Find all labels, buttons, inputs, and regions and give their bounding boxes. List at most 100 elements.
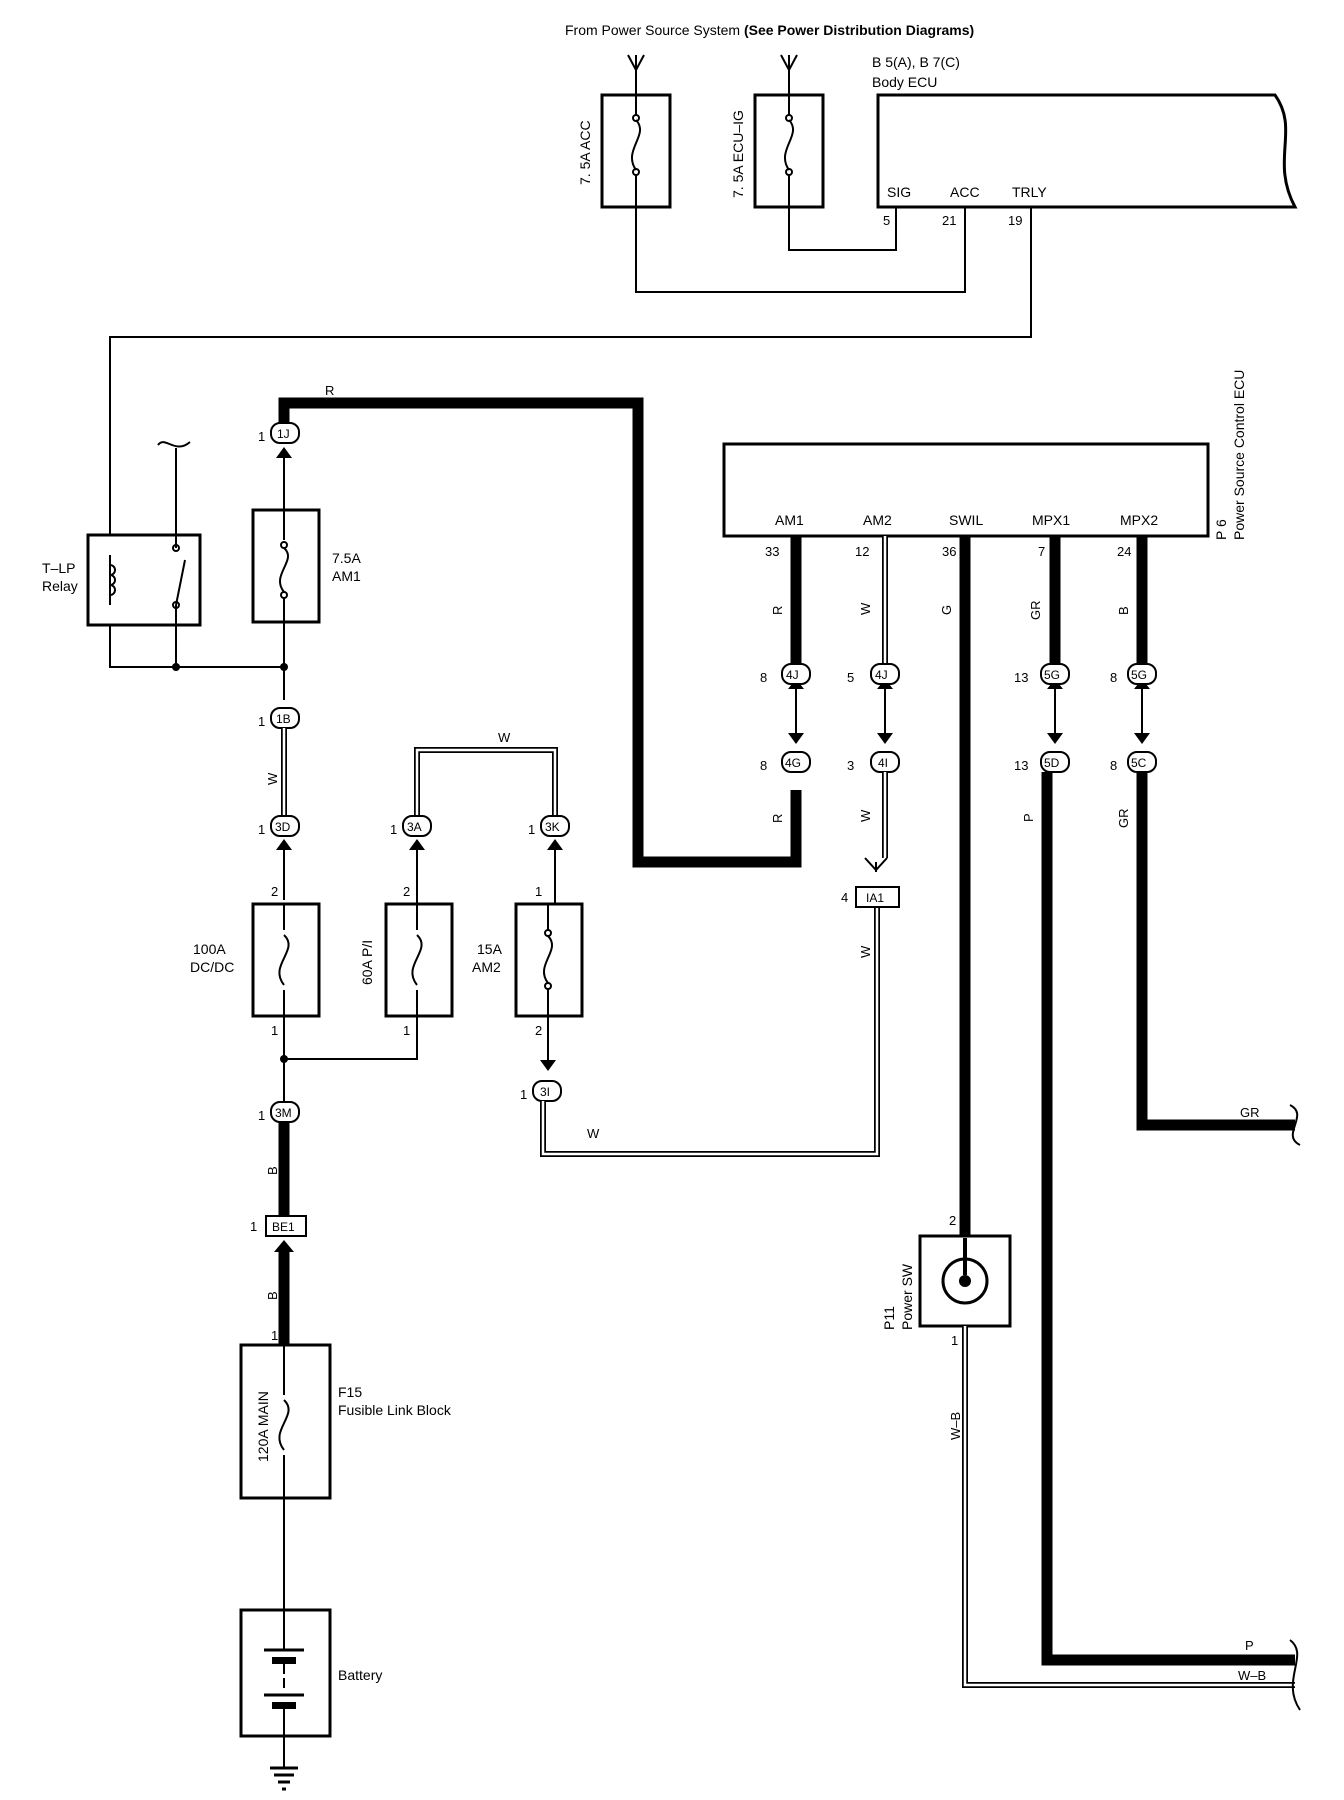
fuse-ecu-ig-label: 7. 5A ECU–IG xyxy=(730,110,746,198)
wire-color-p-end: P xyxy=(1245,1638,1254,1653)
wire-w-3A-3K xyxy=(414,747,558,818)
tlp-relay: T–LP Relay xyxy=(42,533,202,627)
wire-ecu-ig-to-sig xyxy=(788,207,897,251)
power-switch xyxy=(918,1234,1012,1328)
connector-4I: 3 4I xyxy=(847,751,900,773)
connector-3A: 1 3A xyxy=(390,815,432,850)
fuse-am2-pin-bottom: 2 xyxy=(535,1023,542,1038)
connector-IA1-pin: 4 xyxy=(841,890,848,905)
connector-3D-id: 3D xyxy=(275,820,291,834)
wire-color-mpx1-gr: GR xyxy=(1028,601,1043,621)
ecu-swil-pin: 36 xyxy=(942,544,956,559)
wire-relay-ground xyxy=(109,625,284,668)
connector-3M-id: 3M xyxy=(275,1106,292,1120)
wire-gr-end xyxy=(1136,772,1295,1131)
junction-relay xyxy=(172,663,180,671)
connector-5G-b: 8 5G xyxy=(1110,663,1157,689)
power-sw-name: Power SW xyxy=(899,1263,915,1330)
body-ecu-code: B 5(A), B 7(C) xyxy=(872,54,960,70)
wire-color-am2-w: W xyxy=(858,602,873,615)
wire-w-3A-3K-inner xyxy=(415,748,557,818)
connector-1J-id: 1J xyxy=(277,427,290,441)
header-source-text: From Power Source System (See Power Dist… xyxy=(565,22,974,38)
fuse-pi-pin-bottom: 1 xyxy=(403,1023,410,1038)
wire-p xyxy=(1041,772,1295,1666)
connector-3I-pin: 1 xyxy=(520,1087,527,1102)
connector-1J-pin: 1 xyxy=(258,429,265,444)
arrow-5G-5D xyxy=(1047,733,1063,744)
wire-color-b-upper: B xyxy=(265,1166,280,1175)
arrow-5G-5C xyxy=(1134,733,1150,744)
body-ecu-name: Body ECU xyxy=(872,74,937,90)
body-ecu-acc-label: ACC xyxy=(950,184,980,200)
wire-color-b-lower: B xyxy=(265,1291,280,1300)
ecu-am1-pin: 33 xyxy=(765,544,779,559)
fuse-dcdc-pin-bottom: 1 xyxy=(271,1023,278,1038)
fuse-am2-rating: 15A xyxy=(477,941,503,957)
wire-break-gr xyxy=(1289,1104,1301,1146)
wire-wb xyxy=(962,1326,1295,1688)
connector-3K-pin: 1 xyxy=(528,822,535,837)
connector-5D-pin: 13 xyxy=(1014,758,1028,773)
fusible-link-pin: 1 xyxy=(271,1328,278,1343)
relay-label-1: T–LP xyxy=(42,560,75,576)
wire-color-4G-r: R xyxy=(770,814,785,823)
connector-5C-pin: 8 xyxy=(1110,758,1117,773)
header-source-prefix: From Power Source System xyxy=(565,22,744,38)
connector-3I-id: 3I xyxy=(540,1085,550,1099)
body-ecu-trly-label: TRLY xyxy=(1012,184,1047,200)
relay-power-input xyxy=(157,441,191,535)
connector-4J-b-id: 4J xyxy=(875,668,888,682)
connector-5D-id: 5D xyxy=(1044,756,1060,770)
power-sw-code: P11 xyxy=(881,1306,897,1330)
connector-4G-pin: 8 xyxy=(760,758,767,773)
relay-label-2: Relay xyxy=(42,578,78,594)
ecu-mpx2-label: MPX2 xyxy=(1120,512,1158,528)
connector-5G-b-id: 5G xyxy=(1131,668,1147,682)
wire-color-r-top: R xyxy=(325,383,334,398)
ecu-mpx2-pin: 24 xyxy=(1117,544,1131,559)
connector-4J-b-pin: 5 xyxy=(847,670,854,685)
ground-icon xyxy=(270,1736,298,1791)
power-sw-pin-top: 2 xyxy=(949,1213,956,1228)
connector-BE1: 1 BE1 xyxy=(250,1215,307,1252)
connector-1B-pin: 1 xyxy=(258,714,265,729)
connector-5G-a-pin: 13 xyxy=(1014,670,1028,685)
fuse-pi-label: 60A P/I xyxy=(359,940,375,985)
wire-color-w-bottom: W xyxy=(587,1126,600,1141)
connector-4J-a: 8 4J xyxy=(760,663,811,689)
ecu-am1-label: AM1 xyxy=(775,512,804,528)
connector-1B-id: 1B xyxy=(276,712,291,726)
connector-4I-id: 4I xyxy=(878,756,888,770)
fuse-am2-pin-top: 1 xyxy=(535,884,542,899)
fuse-am1-rating: 7.5A xyxy=(332,550,361,566)
connector-4G: 8 4G xyxy=(760,751,811,773)
wire-color-am1-r: R xyxy=(770,606,785,615)
fuse-ecu-ig: 7. 5A ECU–IG xyxy=(730,93,825,209)
wire-trly-to-relay xyxy=(109,207,1032,535)
wire-color-gr-vertical: GR xyxy=(1116,809,1131,829)
fuse-am2: 15A AM2 xyxy=(472,902,584,1018)
body-ecu: B 5(A), B 7(C) Body ECU SIG ACC TRLY 5 2… xyxy=(872,54,1298,228)
wire-color-wb-vertical: W–B xyxy=(948,1412,963,1440)
fuse-am2-name: AM2 xyxy=(472,959,501,975)
connector-3I: 1 3I xyxy=(520,1060,562,1102)
connector-3A-id: 3A xyxy=(407,820,422,834)
connector-4G-id: 4G xyxy=(785,756,801,770)
connector-5G-a-id: 5G xyxy=(1044,668,1060,682)
battery xyxy=(239,1608,332,1738)
fuse-acc-label: 7. 5A ACC xyxy=(577,120,593,185)
arrow-4J-4I xyxy=(877,733,893,744)
connector-4J-b: 5 4J xyxy=(847,663,900,689)
connector-5C: 8 5C xyxy=(1110,751,1157,773)
input-arrow-acc xyxy=(627,54,645,95)
connector-4J-a-pin: 8 xyxy=(760,670,767,685)
wire-wb-inner xyxy=(963,1326,1295,1687)
body-ecu-sig-label: SIG xyxy=(887,184,911,200)
connector-1J: 1 1J xyxy=(258,422,300,458)
connector-5G-a: 13 5G xyxy=(1014,663,1070,689)
body-ecu-trly-pin: 19 xyxy=(1008,213,1022,228)
wire-color-w-bridge: W xyxy=(498,730,511,745)
wire-color-IA1-w: W xyxy=(858,945,873,958)
ecu-swil-label: SWIL xyxy=(949,512,983,528)
